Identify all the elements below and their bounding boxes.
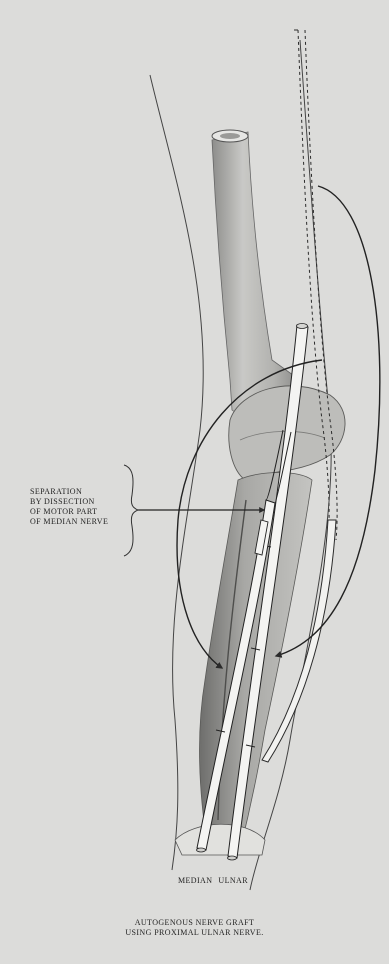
wrist-end [175,824,265,855]
nerve-labels: MEDIAN ULNAR [178,876,254,886]
median-label: MEDIAN [178,876,212,885]
humerus-bone [212,132,300,418]
figure-caption: AUTOGENOUS NERVE GRAFT USING PROXIMAL UL… [0,918,389,938]
caption-line-2: USING PROXIMAL ULNAR NERVE. [0,928,389,938]
annotation-text: SEPARATION BY DISSECTION OF MOTOR PART O… [30,487,108,527]
caption-line-1: AUTOGENOUS NERVE GRAFT [0,918,389,928]
ulnar-label: ULNAR [218,876,248,885]
arm-outline-left [150,75,203,870]
annotation-line: OF MEDIAN NERVE [30,517,108,527]
annotation-line: BY DISSECTION [30,497,108,507]
annotation-line: SEPARATION [30,487,108,497]
annotation-line: OF MOTOR PART [30,507,108,517]
annotation-brace [124,465,138,556]
